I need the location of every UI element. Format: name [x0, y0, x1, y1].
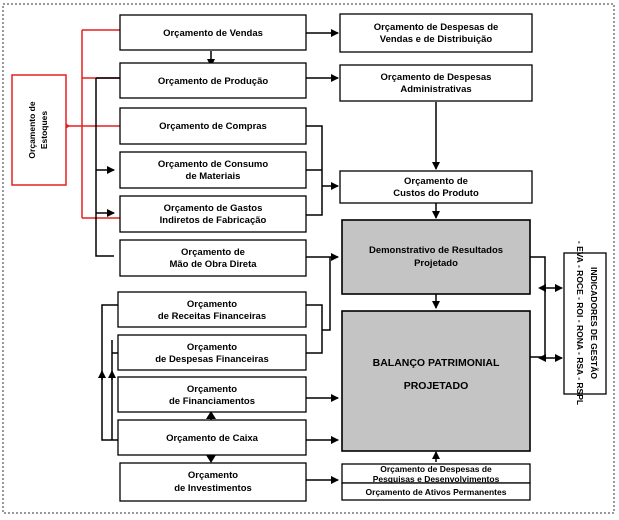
- node-compras-line1: Orçamento de Compras: [159, 121, 267, 132]
- node-estoques: Orçamento de Estoques: [11, 74, 67, 186]
- node-financiamentos: Orçamento de Financiamentos: [117, 376, 307, 413]
- node-mao-obra-line2: Mão de Obra Direta: [169, 259, 257, 270]
- node-despesas-financeiras-line2: de Despesas Financeiras: [155, 354, 269, 365]
- node-estoques-line2: Estoques: [39, 111, 49, 150]
- node-indicadores-gestao: INDICADORES DE GESTÃO - EVA - ROCE - ROI…: [563, 241, 607, 405]
- node-indicadores-line1: INDICADORES DE GESTÃO: [589, 267, 599, 379]
- node-consumo-line2: de Materiais: [186, 171, 241, 182]
- node-receitas-financeiras-line2: de Receitas Financeiras: [158, 311, 266, 322]
- connectors: [64, 29, 563, 484]
- node-financiamentos-line2: de Financiamentos: [169, 396, 255, 407]
- node-caixa: Orçamento de Caixa: [117, 419, 307, 456]
- node-custos-produto: Orçamento de Custos do Produto: [339, 170, 533, 204]
- node-despesas-administrativas-line2: Administrativas: [400, 84, 471, 95]
- node-ativos-permanentes-line1: Orçamento de Ativos Permanentes: [366, 487, 507, 497]
- node-gastos: Orçamento de Gastos Indiretos de Fabrica…: [119, 195, 307, 233]
- outer-frame: [2, 3, 615, 514]
- node-investimentos: Orçamento de Investimentos: [119, 462, 307, 502]
- node-producao: Orçamento de Produção: [119, 62, 307, 99]
- node-gastos-line2: Indiretos de Fabricação: [160, 215, 267, 226]
- node-demonstrativo-resultados: Demonstrativo de Resultados Projetado: [341, 219, 531, 295]
- node-despesas-vendas-line2: Vendas e de Distribuição: [380, 34, 493, 45]
- node-consumo: Orçamento de Consumo de Materiais: [119, 151, 307, 189]
- node-despesas-financeiras: Orçamento de Despesas Financeiras: [117, 334, 307, 371]
- node-investimentos-line2: de Investimentos: [174, 483, 252, 494]
- node-consumo-line1: Orçamento de Consumo: [158, 159, 269, 170]
- node-custos-produto-line1: Orçamento de: [404, 176, 468, 187]
- node-despesas-administrativas: Orçamento de Despesas Administrativas: [339, 64, 533, 102]
- node-demonstrativo-resultados-line1: Demonstrativo de Resultados: [369, 245, 503, 256]
- node-balanco-patrimonial-line2: PROJETADO: [404, 380, 469, 392]
- node-investimentos-line1: Orçamento: [188, 470, 238, 481]
- node-vendas: Orçamento de Vendas: [119, 14, 307, 51]
- node-producao-line1: Orçamento de Produção: [158, 76, 269, 87]
- node-receitas-financeiras-line1: Orçamento: [187, 299, 237, 310]
- node-ativos-permanentes: Orçamento de Ativos Permanentes: [341, 482, 531, 501]
- node-despesas-vendas: Orçamento de Despesas de Vendas e de Dis…: [339, 13, 533, 53]
- node-vendas-line1: Orçamento de Vendas: [163, 28, 263, 39]
- node-despesas-administrativas-line1: Orçamento de Despesas: [381, 72, 492, 83]
- node-pesquisas-desenvolvimentos-line2: Pesquisas e Desenvolvimentos: [373, 474, 500, 484]
- node-indicadores-line2: - EVA - ROCE - ROI - RONA - RSA - RSPL: [575, 241, 585, 405]
- node-pesquisas-desenvolvimentos-line1: Orçamento de Despesas de: [380, 464, 492, 474]
- node-estoques-line1: Orçamento de: [27, 101, 37, 158]
- node-balanco-patrimonial: BALANÇO PATRIMONIAL PROJETADO: [341, 310, 531, 452]
- node-financiamentos-line1: Orçamento: [187, 384, 237, 395]
- node-mao-obra-line1: Orçamento de: [181, 247, 245, 258]
- node-despesas-financeiras-line1: Orçamento: [187, 342, 237, 353]
- node-gastos-line1: Orçamento de Gastos: [164, 203, 263, 214]
- node-despesas-vendas-line1: Orçamento de Despesas de: [374, 22, 499, 33]
- node-pesquisas-desenvolvimentos: Orçamento de Despesas de Pesquisas e Des…: [341, 463, 531, 484]
- node-demonstrativo-resultados-line2: Projetado: [414, 258, 458, 269]
- node-balanco-patrimonial-line1: BALANÇO PATRIMONIAL: [373, 357, 500, 369]
- node-custos-produto-line2: Custos do Produto: [393, 188, 479, 199]
- node-caixa-line1: Orçamento de Caixa: [166, 433, 259, 444]
- node-compras: Orçamento de Compras: [119, 107, 307, 145]
- node-receitas-financeiras: Orçamento de Receitas Financeiras: [117, 291, 307, 328]
- node-mao-obra: Orçamento de Mão de Obra Direta: [119, 239, 307, 277]
